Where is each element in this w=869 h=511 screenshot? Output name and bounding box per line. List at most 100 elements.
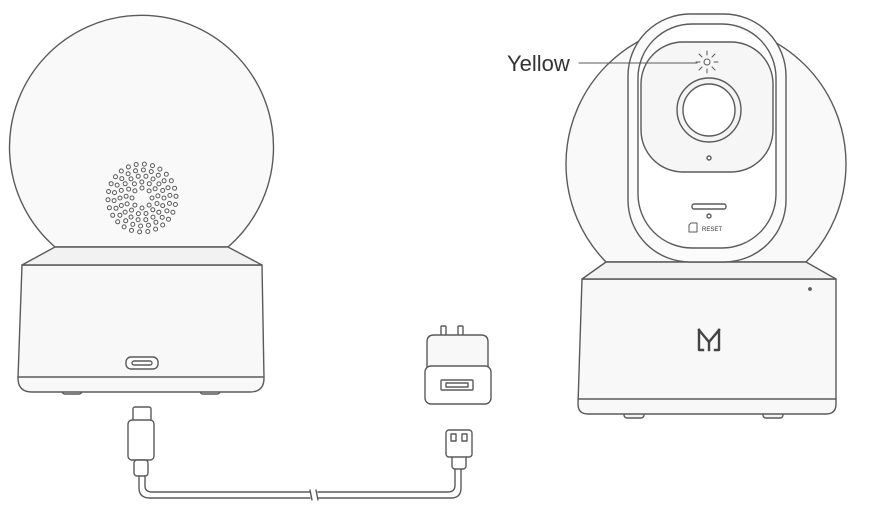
- speaker-hole: [143, 211, 149, 216]
- speaker-hole: [149, 195, 155, 201]
- speaker-hole: [133, 168, 138, 174]
- speaker-hole: [152, 186, 158, 192]
- camera-rear-base: [17, 264, 265, 393]
- speaker-hole: [132, 188, 138, 194]
- micro-usb-plug-tip: [132, 406, 152, 422]
- brand-logo-icon: [697, 328, 721, 352]
- speaker-hole: [146, 181, 152, 187]
- cable-cord: [138, 475, 311, 499]
- speaker-hole: [129, 227, 134, 233]
- speaker-hole: [140, 167, 146, 173]
- speaker-hole: [122, 181, 128, 187]
- speaker-hole: [155, 172, 161, 178]
- speaker-hole: [133, 162, 139, 167]
- speaker-hole: [118, 168, 124, 174]
- speaker-hole: [173, 193, 179, 199]
- reset-hole: [706, 213, 712, 219]
- speaker-hole: [117, 195, 123, 201]
- cable-cord-right-outer: [317, 467, 462, 499]
- speaker-grille-icon: [105, 161, 179, 235]
- speaker-hole: [121, 224, 127, 230]
- speaker-hole: [146, 222, 151, 228]
- speaker-hole: [115, 219, 121, 225]
- speaker-hole: [161, 195, 167, 201]
- speaker-hole: [160, 203, 166, 209]
- cable-cord-right: [317, 467, 456, 493]
- charger-usb-port-inner: [445, 382, 469, 388]
- speaker-hole: [137, 229, 143, 235]
- cable-break-left: [309, 489, 313, 501]
- speaker-hole: [156, 181, 162, 187]
- speaker-hole: [172, 202, 178, 207]
- speaker-hole: [165, 185, 171, 191]
- usb-plug-contact-left: [450, 433, 457, 442]
- speaker-hole: [153, 226, 159, 232]
- speaker-hole: [148, 169, 154, 175]
- callout-label-yellow: Yellow: [507, 51, 570, 76]
- speaker-hole: [106, 189, 112, 194]
- speaker-hole: [117, 212, 123, 218]
- speaker-hole: [105, 197, 111, 203]
- speaker-hole: [160, 188, 166, 193]
- cable-cord-inner: [144, 475, 311, 493]
- sd-card-slot: [691, 203, 727, 210]
- speaker-hole: [157, 166, 163, 172]
- speaker-hole: [128, 176, 134, 182]
- speaker-hole: [119, 176, 125, 182]
- speaker-hole: [112, 190, 117, 196]
- speaker-hole: [146, 188, 152, 194]
- speaker-hole: [113, 174, 118, 180]
- charger-top: [426, 334, 489, 371]
- speaker-hole: [161, 178, 167, 184]
- speaker-hole: [139, 205, 145, 211]
- camera-rear-head: [8, 14, 275, 248]
- camera-sensor-dot: [706, 155, 712, 161]
- speaker-hole: [132, 202, 138, 208]
- speaker-hole: [160, 222, 166, 228]
- speaker-hole: [170, 209, 176, 215]
- speaker-hole: [124, 201, 130, 207]
- speaker-hole: [143, 173, 149, 179]
- speaker-hole: [155, 193, 161, 199]
- reset-label: RESET: [702, 227, 722, 233]
- speaker-hole: [150, 163, 155, 169]
- speaker-hole: [125, 171, 131, 177]
- micro-usb-plug-collar: [133, 459, 149, 477]
- speaker-hole: [145, 229, 151, 234]
- speaker-hole: [135, 211, 141, 217]
- micro-usb-cable-icon: [127, 406, 473, 501]
- camera-front-neck: [581, 261, 837, 280]
- speaker-hole: [122, 209, 128, 215]
- speaker-hole: [126, 186, 132, 192]
- speaker-hole: [139, 179, 145, 185]
- speaker-hole: [139, 185, 145, 191]
- speaker-hole: [118, 203, 124, 208]
- speaker-hole: [130, 221, 136, 227]
- led-callout: Yellow: [507, 51, 698, 76]
- speaker-hole: [135, 217, 141, 223]
- speaker-hole: [113, 205, 119, 211]
- status-led-icon: [695, 50, 719, 74]
- speaker-hole: [166, 216, 171, 222]
- speaker-hole: [150, 176, 156, 182]
- speaker-hole: [163, 171, 169, 177]
- speaker-hole: [159, 214, 165, 220]
- sd-card-icon: [688, 222, 698, 233]
- speaker-hole: [150, 214, 156, 220]
- speaker-hole: [106, 205, 112, 211]
- speaker-hole: [141, 161, 147, 167]
- speaker-hole: [110, 212, 116, 218]
- speaker-hole: [135, 173, 141, 179]
- speaker-hole: [123, 218, 129, 224]
- speaker-hole: [150, 207, 156, 213]
- speaker-hole: [129, 207, 134, 213]
- speaker-hole: [143, 217, 149, 223]
- usb-plug-contact-right: [461, 433, 468, 442]
- speaker-hole: [172, 185, 178, 191]
- usb-power-adapter-icon: [424, 325, 492, 405]
- micro-usb-port: [125, 356, 159, 370]
- speaker-hole: [146, 202, 152, 208]
- speaker-hole: [129, 195, 135, 201]
- speaker-hole: [168, 178, 174, 184]
